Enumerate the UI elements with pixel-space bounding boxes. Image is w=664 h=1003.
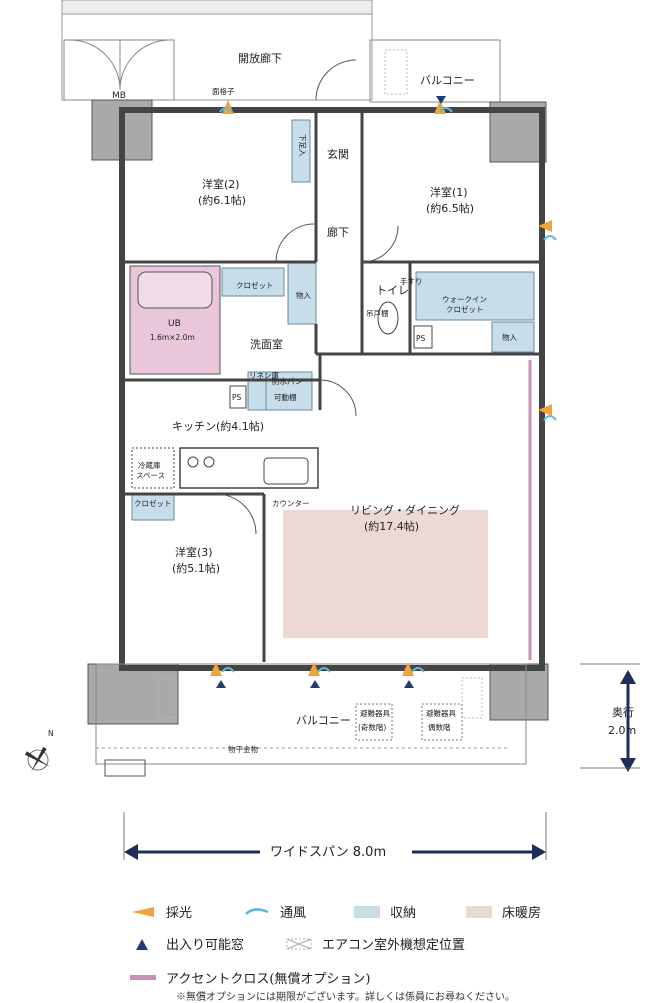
exit-triangle-icon — [136, 938, 148, 950]
legend-storage: 収納 — [354, 902, 416, 921]
label-waterpan: 防水パン — [272, 376, 302, 386]
shoe-box — [291, 119, 311, 183]
label-living-size: (約17.4帖) — [364, 519, 419, 533]
label-escape-even: 避難器具 — [426, 708, 456, 718]
washer-area — [265, 371, 313, 411]
label-room1-name: 洋室(1) — [430, 185, 468, 199]
storage-swatch — [354, 905, 380, 918]
label-fridge: 冷蔵庫 — [138, 460, 161, 470]
label-ub: UB — [168, 319, 181, 329]
drain — [104, 759, 146, 777]
ac-unit-br — [461, 677, 483, 719]
label-storage-washroom: 物入 — [296, 290, 311, 300]
light-icon — [132, 906, 154, 917]
label-genkan: 玄関 — [327, 147, 349, 161]
label-escape-odd2: (奇数階) — [358, 722, 386, 732]
compass-icon — [24, 746, 51, 773]
balcony-top-area — [369, 39, 501, 103]
ps-box-2 — [413, 325, 433, 349]
legend-ac-unit: エアコン室外機想定位置 — [286, 934, 465, 953]
label-mb: MB — [112, 91, 126, 101]
label-room3-name: 洋室(3) — [175, 545, 213, 559]
exit-window-markers — [216, 96, 446, 688]
label-span: ワイドスパン 8.0m — [270, 845, 386, 860]
label-hanging-shelf: 吊戸棚 — [366, 308, 389, 318]
internal-walls — [122, 110, 540, 662]
column-br — [489, 663, 549, 721]
legend-note: ※無償オプションには期限がございます。詳しくは係員にお尋ねください。 — [176, 992, 515, 1003]
corridor-wall — [61, 0, 373, 15]
label-balcony-top: バルコニー — [420, 74, 475, 87]
label-linen: リネン庫 — [249, 370, 279, 380]
floor-plan: 開放廊下 MB 面格子 バルコニー 玄関 下足入 洋室(1) (約6.5帖) 洋… — [24, 0, 640, 860]
column-bl — [87, 663, 179, 725]
label-room2-name: 洋室(2) — [202, 177, 240, 191]
sink — [263, 457, 309, 485]
ps-box-1 — [229, 385, 247, 409]
storage-washroom — [287, 261, 317, 325]
label-ub-size: 1.6m×2.0m — [150, 333, 195, 342]
label-wic: ウォークイン — [442, 295, 487, 304]
closet-room3 — [131, 493, 175, 521]
fridge-space — [131, 447, 175, 489]
label-movable-shelf: 可動棚 — [274, 392, 297, 402]
label-room2-size: (約6.1帖) — [198, 193, 246, 207]
bathtub — [137, 271, 213, 309]
ac-unit-icon — [286, 938, 312, 949]
walk-in-closet — [415, 271, 535, 321]
doors — [215, 59, 399, 535]
floor-heat-swatch — [466, 905, 492, 918]
label-washroom: 洗面室 — [250, 337, 283, 351]
label-toilet: トイレ — [376, 284, 409, 297]
ac-unit-top — [384, 49, 408, 95]
label-closet-room3: クロゼット — [134, 498, 172, 508]
escape-hatch-odd — [355, 703, 393, 741]
label-laundry: 物干金物 — [228, 744, 258, 754]
label-depth-value: 2.0m — [608, 724, 636, 737]
stove-burner — [203, 456, 215, 468]
wind-markers — [219, 107, 557, 673]
open-corridor-area — [61, 0, 373, 101]
floor-heating-area — [283, 510, 488, 638]
label-balcony-bottom: バルコニー — [296, 714, 351, 727]
accent-swatch — [130, 974, 156, 980]
label-kitchen: キッチン(約4.1帖) — [172, 419, 264, 433]
outer-wall — [119, 107, 545, 671]
legend-floor-heat: 床暖房 — [466, 902, 541, 921]
mb-door — [69, 39, 121, 91]
label-open-corridor: 開放廊下 — [238, 51, 282, 65]
label-handrail: 手すり — [400, 276, 423, 286]
light-markers — [210, 100, 552, 676]
label-north: N — [48, 729, 54, 738]
legend-light: 採光 — [130, 902, 192, 921]
label-closet-room2: クロゼット — [236, 280, 274, 290]
label-ps-1: PS — [232, 393, 242, 402]
toilet-bowl — [377, 301, 399, 335]
legend-accent: アクセントクロス(無償オプション) — [130, 968, 371, 987]
closet-room2 — [221, 267, 285, 297]
label-shoe-box: 下足入 — [298, 134, 307, 157]
label-hallway: 廊下 — [327, 225, 349, 239]
balcony-bottom-area — [95, 663, 527, 765]
label-lattice: 面格子 — [212, 86, 235, 96]
escape-hatch-even — [421, 703, 463, 741]
label-escape-odd: 避難器具 — [360, 708, 390, 718]
legend-wind: 通風 — [244, 902, 306, 921]
label-wic2: クロゼット — [446, 304, 484, 314]
stove-burner — [187, 456, 199, 468]
label-room1-size: (約6.5帖) — [426, 201, 474, 215]
ac-unit-bl — [157, 677, 177, 719]
legend: 採光 通風 収納 床暖房 出入り可能窓 エアコン室外機想定位置 アクセントクロス… — [0, 890, 664, 1000]
wind-icon — [245, 907, 269, 915]
label-storage-wic: 物入 — [502, 332, 517, 342]
label-escape-even2: 偶数階 — [428, 722, 451, 732]
label-depth: 奥行 — [612, 705, 634, 719]
label-counter: カウンター — [272, 499, 310, 508]
label-ps-2: PS — [416, 334, 426, 343]
storage-wic — [491, 321, 535, 353]
label-room3-size: (約5.1帖) — [172, 561, 220, 575]
legend-exit-window: 出入り可能窓 — [130, 934, 244, 953]
label-living: リビング・ダイニング — [350, 503, 460, 517]
label-fridge2: スペース — [136, 471, 165, 480]
